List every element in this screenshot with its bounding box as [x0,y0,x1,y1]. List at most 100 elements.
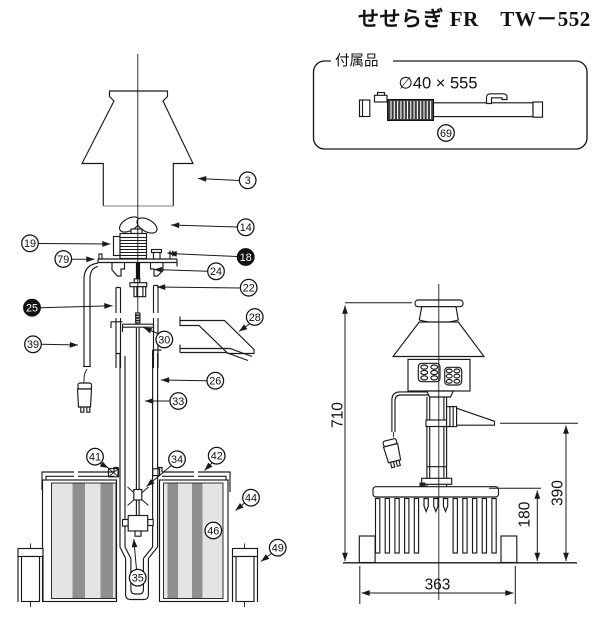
callout-35: 35 [128,538,147,587]
svg-text:39: 39 [27,339,39,351]
svg-text:28: 28 [249,312,261,324]
svg-text:18: 18 [240,252,252,264]
callout-28: 28 [238,308,264,332]
hose-pipe [432,102,534,118]
vent-holes-right [445,368,461,384]
dim-base-height: 180 [517,501,534,527]
accessories-border [312,60,588,150]
svg-text:49: 49 [272,543,284,555]
filter-tank-right [158,479,229,603]
callout-79: 79 [54,250,95,268]
filter-media-dark [192,483,203,599]
svg-text:3: 3 [245,175,251,187]
accessories-label: 付属品 [335,53,379,70]
svg-text:41: 41 [89,452,101,464]
callout-18: 18 [168,248,255,266]
hose-elbow [485,93,508,105]
foot-left-49 [17,543,44,607]
stand-pipe [421,390,455,487]
callout-25: 25 [23,298,113,317]
callout-33: 33 [145,392,188,410]
assembled-foot-right [500,535,518,564]
svg-text:79: 79 [57,254,69,266]
svg-text:26: 26 [209,376,221,388]
impeller-34 [127,486,149,506]
svg-text:30: 30 [158,334,170,346]
callout-42: 42 [204,446,226,471]
svg-text:14: 14 [240,222,252,234]
cord-clip [419,482,426,488]
callout-39: 39 [24,335,79,354]
vent-holes-left [420,364,439,381]
propeller-part [118,216,158,234]
callout-44: 44 [235,488,260,511]
callout-26: 26 [160,371,225,390]
svg-text:19: 19 [24,238,36,250]
dimension-390: 390 [500,422,578,561]
callout-46: 46 [204,521,223,540]
drive-shaft-33 [135,328,140,516]
assembled-cord-plug [382,391,430,469]
page-title: せせらぎ FR TW－552 [358,7,591,31]
callout-34: 34 [146,450,186,487]
callout-19: 19 [21,234,111,253]
power-cord-39 [76,262,99,413]
svg-text:42: 42 [211,451,223,463]
hook-legs-24 [111,262,164,277]
chute-plates-28 [179,316,255,362]
svg-text:35: 35 [132,573,144,585]
callouts: 3 14 19 79 18 24 22 25 [21,171,287,587]
left-exploded-view [17,54,259,607]
bracket-79-part [98,253,103,260]
hose-drawing [358,91,544,121]
hose-size-label: ∅40 × 555 [398,75,477,93]
callout-24: 24 [153,262,225,281]
dimension-710: 710 [330,302,412,561]
dim-base-width: 363 [425,577,451,594]
svg-text:25: 25 [26,303,38,315]
filter-media-dark [167,483,178,599]
svg-text:46: 46 [207,525,219,537]
dim-spout-height: 390 [550,480,567,506]
dimension-363: 363 [359,566,516,604]
ribbed-shaft-30 [110,312,155,332]
foot-right-49 [231,543,259,607]
motor-part [112,228,148,260]
intake-tube [125,558,149,601]
base-slats [374,497,497,554]
assembled-foot-left [358,535,376,564]
shade-part [81,90,194,206]
impeller-35-part [134,530,142,537]
svg-text:44: 44 [245,493,257,505]
callout-41: 41 [86,447,109,469]
mounting-plate [97,253,178,267]
filter-tank-left [41,479,118,603]
spout [446,406,496,428]
accessories-label-patch [331,53,393,68]
drive-shaft-top [135,262,141,279]
callout-22: 22 [156,278,258,297]
screw-part-18 [150,248,176,260]
support-strips-25 [115,284,159,368]
outer-pipe-26 [115,349,162,559]
tank-rims-42 [41,466,231,492]
bearing-41 [107,467,161,478]
right-assembled-view: 710 390 180 363 [330,284,578,604]
filter-media-dark [100,483,113,599]
pump-body [121,514,154,537]
filter-media-dark [72,483,85,599]
callout-49: 49 [260,538,287,562]
accessories-box: 付属品 ∅40 × 555 69 [312,53,588,150]
svg-text:34: 34 [171,454,183,466]
coupling-spool-22 [129,282,148,298]
svg-text:33: 33 [172,396,184,408]
svg-text:69: 69 [440,128,452,140]
svg-text:22: 22 [243,283,255,295]
dimension-180: 180 [489,487,541,561]
callout-14: 14 [170,218,255,237]
callout-30: 30 [143,327,174,349]
svg-text:24: 24 [210,266,222,278]
callout-3: 3 [197,171,257,190]
